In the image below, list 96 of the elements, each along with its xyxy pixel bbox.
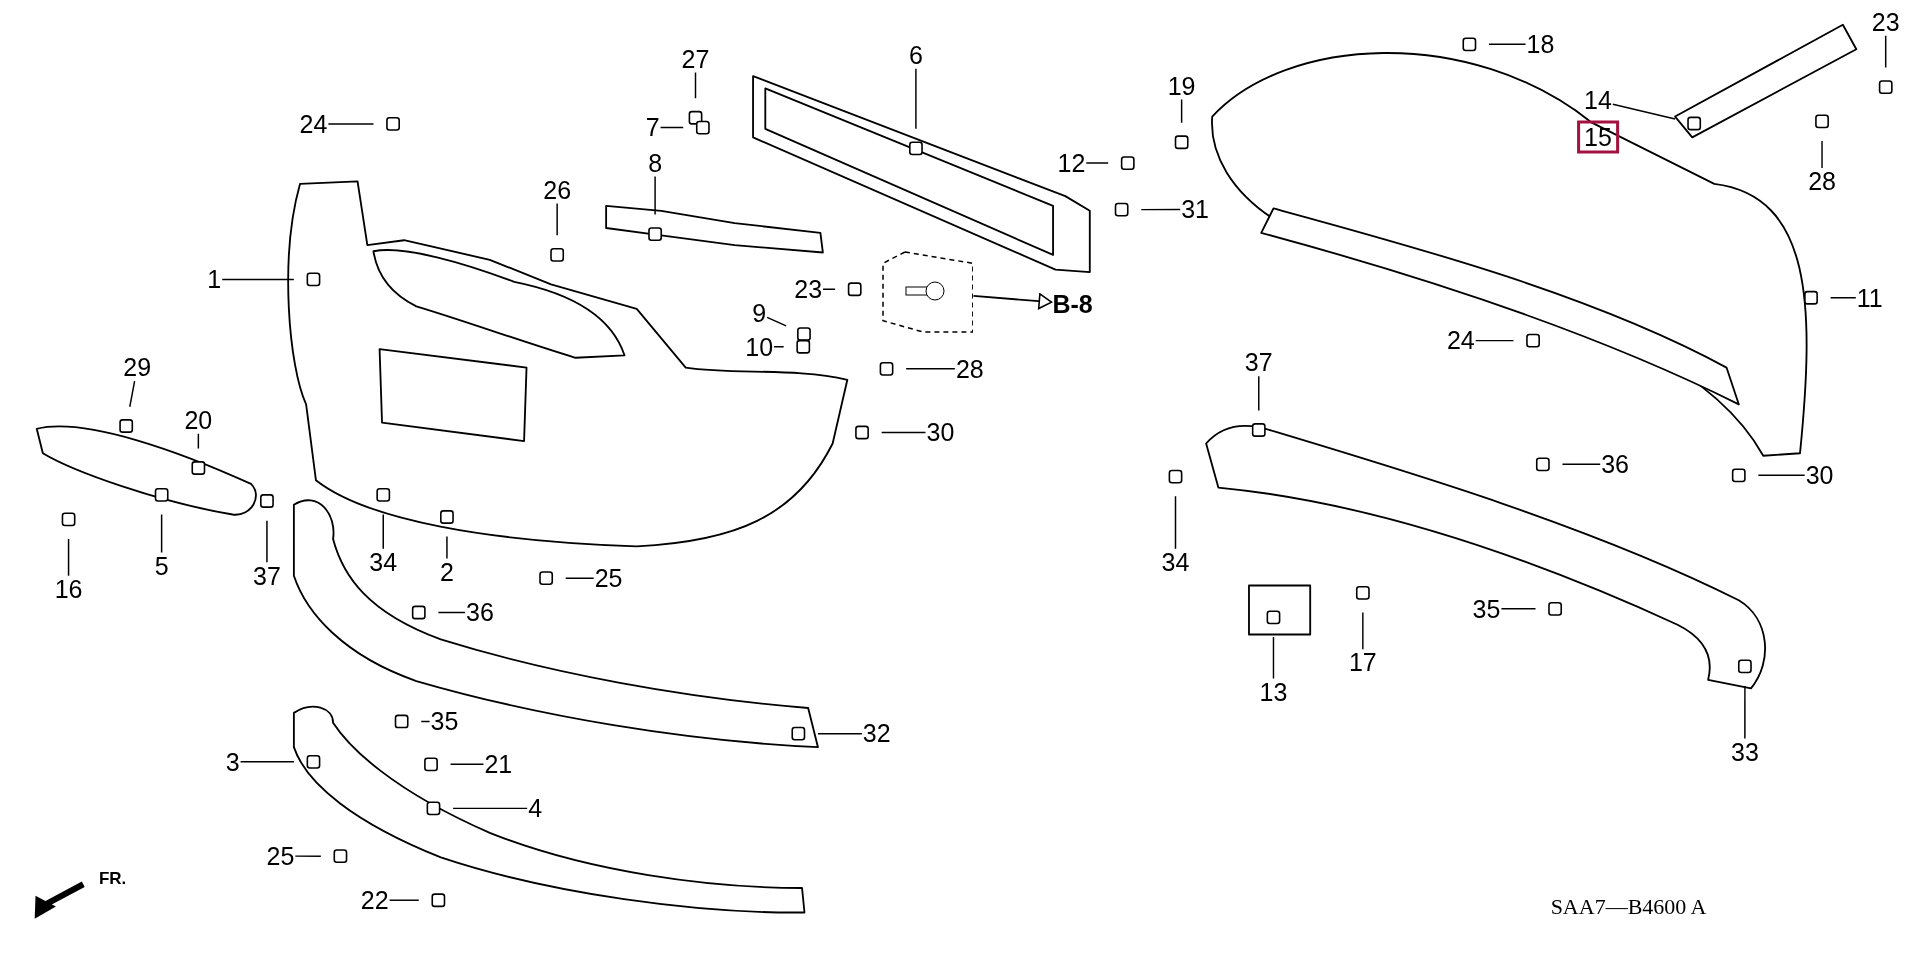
leader-line [382, 513, 384, 550]
callout-number: 33 [1730, 738, 1760, 766]
leader-line [1085, 162, 1109, 164]
leader-line [1362, 611, 1364, 650]
leader-line [1140, 208, 1181, 211]
leader-line [1561, 463, 1601, 466]
leader-line [1500, 608, 1537, 610]
leader-line [915, 68, 917, 130]
callout-number: 37 [1243, 348, 1274, 376]
callout-number: 31 [1180, 195, 1210, 223]
leader-line [1174, 495, 1177, 550]
callout-number: 32 [861, 719, 892, 747]
callout-number: 10 [744, 333, 775, 360]
callout-number: 27 [680, 45, 711, 73]
leader-line [452, 807, 528, 810]
callout-number: 6 [907, 41, 924, 69]
callout-number: 35 [429, 707, 460, 735]
callout-number: 28 [1807, 167, 1837, 195]
leader-line [437, 611, 466, 614]
section-reference: B-8 [1051, 290, 1094, 318]
leader-line [294, 855, 322, 857]
leader-line [556, 202, 558, 237]
leader-line [766, 316, 787, 327]
callout-number: 25 [593, 564, 624, 592]
leader-line [239, 761, 295, 763]
callout-number: 34 [368, 548, 399, 576]
leader-line [129, 380, 136, 408]
leader-line [327, 123, 375, 125]
callout-number: 29 [122, 353, 153, 381]
callout-number: 18 [1525, 30, 1556, 58]
callout-number: 9 [751, 299, 768, 327]
callout-number: 26 [542, 176, 573, 204]
leader-line [905, 368, 956, 370]
leader-line [1612, 103, 1676, 120]
callout-number: 19 [1166, 72, 1197, 100]
callout-number: 1 [206, 265, 223, 293]
callout-number: 8 [647, 149, 664, 177]
leader-line [773, 346, 785, 348]
leader-line [197, 433, 200, 450]
callout-number: 12 [1056, 149, 1087, 177]
leader-line [1757, 474, 1806, 477]
leader-line [1744, 685, 1746, 740]
callout-number: 37 [252, 562, 282, 589]
leader-line [1258, 375, 1260, 412]
leader-line [1180, 98, 1183, 124]
leader-line [1821, 140, 1823, 169]
leader-line [266, 519, 268, 563]
leader-line [564, 577, 595, 579]
callout-number: 28 [954, 355, 985, 383]
callout-number: 11 [1855, 284, 1884, 312]
leader-line [388, 899, 420, 901]
callout-number: 17 [1347, 648, 1378, 676]
leader-line [1488, 43, 1527, 46]
leader-line [446, 535, 448, 560]
leader-line [449, 763, 485, 766]
direction-label: FR. [98, 869, 127, 890]
callout-number: 23 [793, 275, 824, 303]
callout-number: 16 [53, 575, 84, 603]
leader-line [694, 71, 697, 99]
leader-line [221, 278, 295, 281]
leader-line [1272, 636, 1275, 680]
callout-number: 4 [527, 794, 544, 822]
callout-number: 13 [1258, 678, 1289, 706]
leader-line [1829, 297, 1857, 299]
callout-number: 23 [1870, 8, 1901, 36]
callout-number: 30 [925, 418, 956, 446]
callout-number: 24 [298, 110, 329, 138]
leader-line [1884, 35, 1887, 69]
leader-line [822, 288, 836, 290]
callout-number: 14 [1583, 86, 1613, 114]
callout-number: 35 [1471, 595, 1502, 623]
callout-number: 21 [483, 750, 514, 778]
callout-number: 7 [644, 113, 661, 141]
callout-number: 22 [359, 886, 390, 914]
callout-number: 15 [1577, 120, 1619, 154]
leader-line [817, 732, 863, 735]
leader-line [420, 720, 431, 723]
detail-box [881, 251, 974, 334]
leader-line [1475, 339, 1515, 342]
callout-number: 36 [1600, 450, 1630, 478]
leader-line [160, 513, 163, 554]
leader-line [659, 126, 684, 129]
arrow [972, 293, 1053, 310]
callout-number: 30 [1804, 461, 1835, 489]
callout-number: 36 [465, 598, 495, 626]
diagram-code: SAA7—B4600 A [1550, 894, 1707, 921]
callout-number: 24 [1445, 326, 1476, 354]
leader-line [654, 175, 656, 216]
leader-line [880, 431, 927, 434]
callout-number: 3 [224, 748, 241, 776]
callout-number: 5 [153, 552, 170, 580]
callout-number: 25 [265, 842, 296, 870]
callout-number: 2 [439, 558, 455, 586]
callout-number: 34 [1160, 548, 1191, 576]
leader-line [67, 538, 70, 577]
callout-number: 20 [183, 406, 214, 434]
